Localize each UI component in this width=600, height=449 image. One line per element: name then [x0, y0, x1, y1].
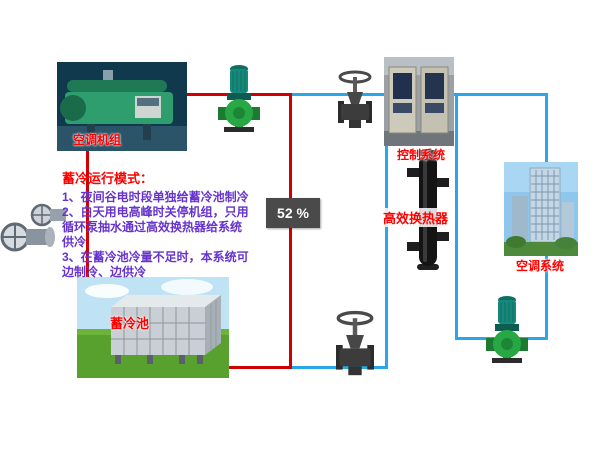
notes-title: 蓄冷运行模式： — [62, 171, 154, 186]
tank-label: 蓄冷池 — [110, 316, 150, 331]
circulation-pump-bottom-icon — [486, 293, 528, 365]
pipe-blue-mid-left — [385, 93, 388, 369]
chiller-photo — [57, 62, 187, 151]
pipe-red-top — [86, 93, 292, 96]
pipe-red-right — [289, 93, 292, 369]
pipe-blue-mid-right — [455, 93, 458, 340]
gate-valve-top-icon — [338, 70, 372, 132]
operation-notes: 蓄冷运行模式： 1、夜间谷电时段单独给蓄冷池制冷 2、白天用电高峰时关停机组，只… — [62, 168, 298, 280]
gate-valve-bottom-icon — [336, 303, 374, 387]
storage-tank-photo — [77, 277, 229, 378]
note-line: 1、夜间谷电时段单独给蓄冷池制冷 — [62, 190, 249, 204]
note-line: 循环泵抽水通过高效换热器给系统 — [62, 220, 243, 234]
note-line: 供冷 — [62, 235, 87, 249]
control-system-label: 控制系统 — [397, 148, 446, 162]
butterfly-valves-icon — [0, 203, 68, 265]
note-line: 边制冷、边供冷 — [62, 265, 147, 279]
note-line: 3、在蓄冷池冷量不足时，本系统可 — [62, 250, 249, 264]
chiller-label: 空调机组 — [73, 133, 122, 147]
circulation-pump-top-icon — [218, 63, 260, 133]
control-cabinet-photo — [384, 57, 454, 146]
pipe-red-left — [86, 93, 89, 369]
note-line: 2、白天用电高峰时关停机组，只用 — [62, 205, 249, 219]
building-photo — [504, 162, 578, 256]
efficiency-badge: 52 % — [266, 198, 320, 228]
heat-exchanger-label: 高效换热器 — [381, 208, 451, 227]
ac-system-label: 空调系统 — [516, 259, 565, 273]
